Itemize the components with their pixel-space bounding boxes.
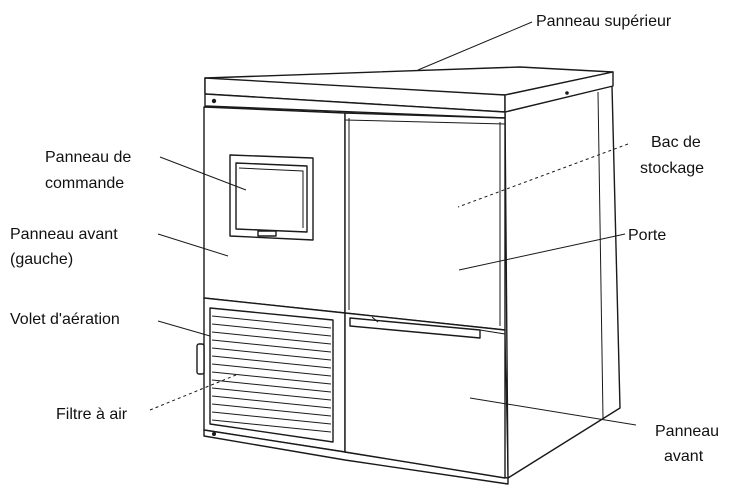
label-front-panel-line1: Panneau [655,423,719,440]
control-panel [229,154,314,241]
label-vent-flap: Volet d'aération [10,311,120,328]
label-storage-bin-line1: Bac de [651,134,701,151]
label-air-filter: Filtre à air [56,406,128,423]
leader-lines [149,21,637,426]
vent-flap [196,297,346,453]
vent-louvers [211,315,332,433]
label-control-panel-line1: Panneau de [45,149,131,166]
label-storage-bin-line2: stockage [640,160,704,177]
labels: Panneau supérieur Bac de stockage Pannea… [10,13,719,465]
label-top-panel: Panneau supérieur [536,13,672,30]
screw-icon [211,98,217,104]
door [344,112,506,331]
freezer-cabinet [196,66,621,485]
air-filter-handle [196,343,205,375]
label-door: Porte [628,227,666,244]
label-front-panel-left-line1: Panneau avant [10,226,118,243]
cabinet-top-panel [204,66,614,113]
label-front-panel-left-line2: (gauche) [10,251,73,268]
label-control-panel-line2: commande [45,175,124,192]
front-panel-right [344,312,506,479]
screw-icon [565,91,569,95]
label-front-panel-line2: avant [664,448,704,465]
